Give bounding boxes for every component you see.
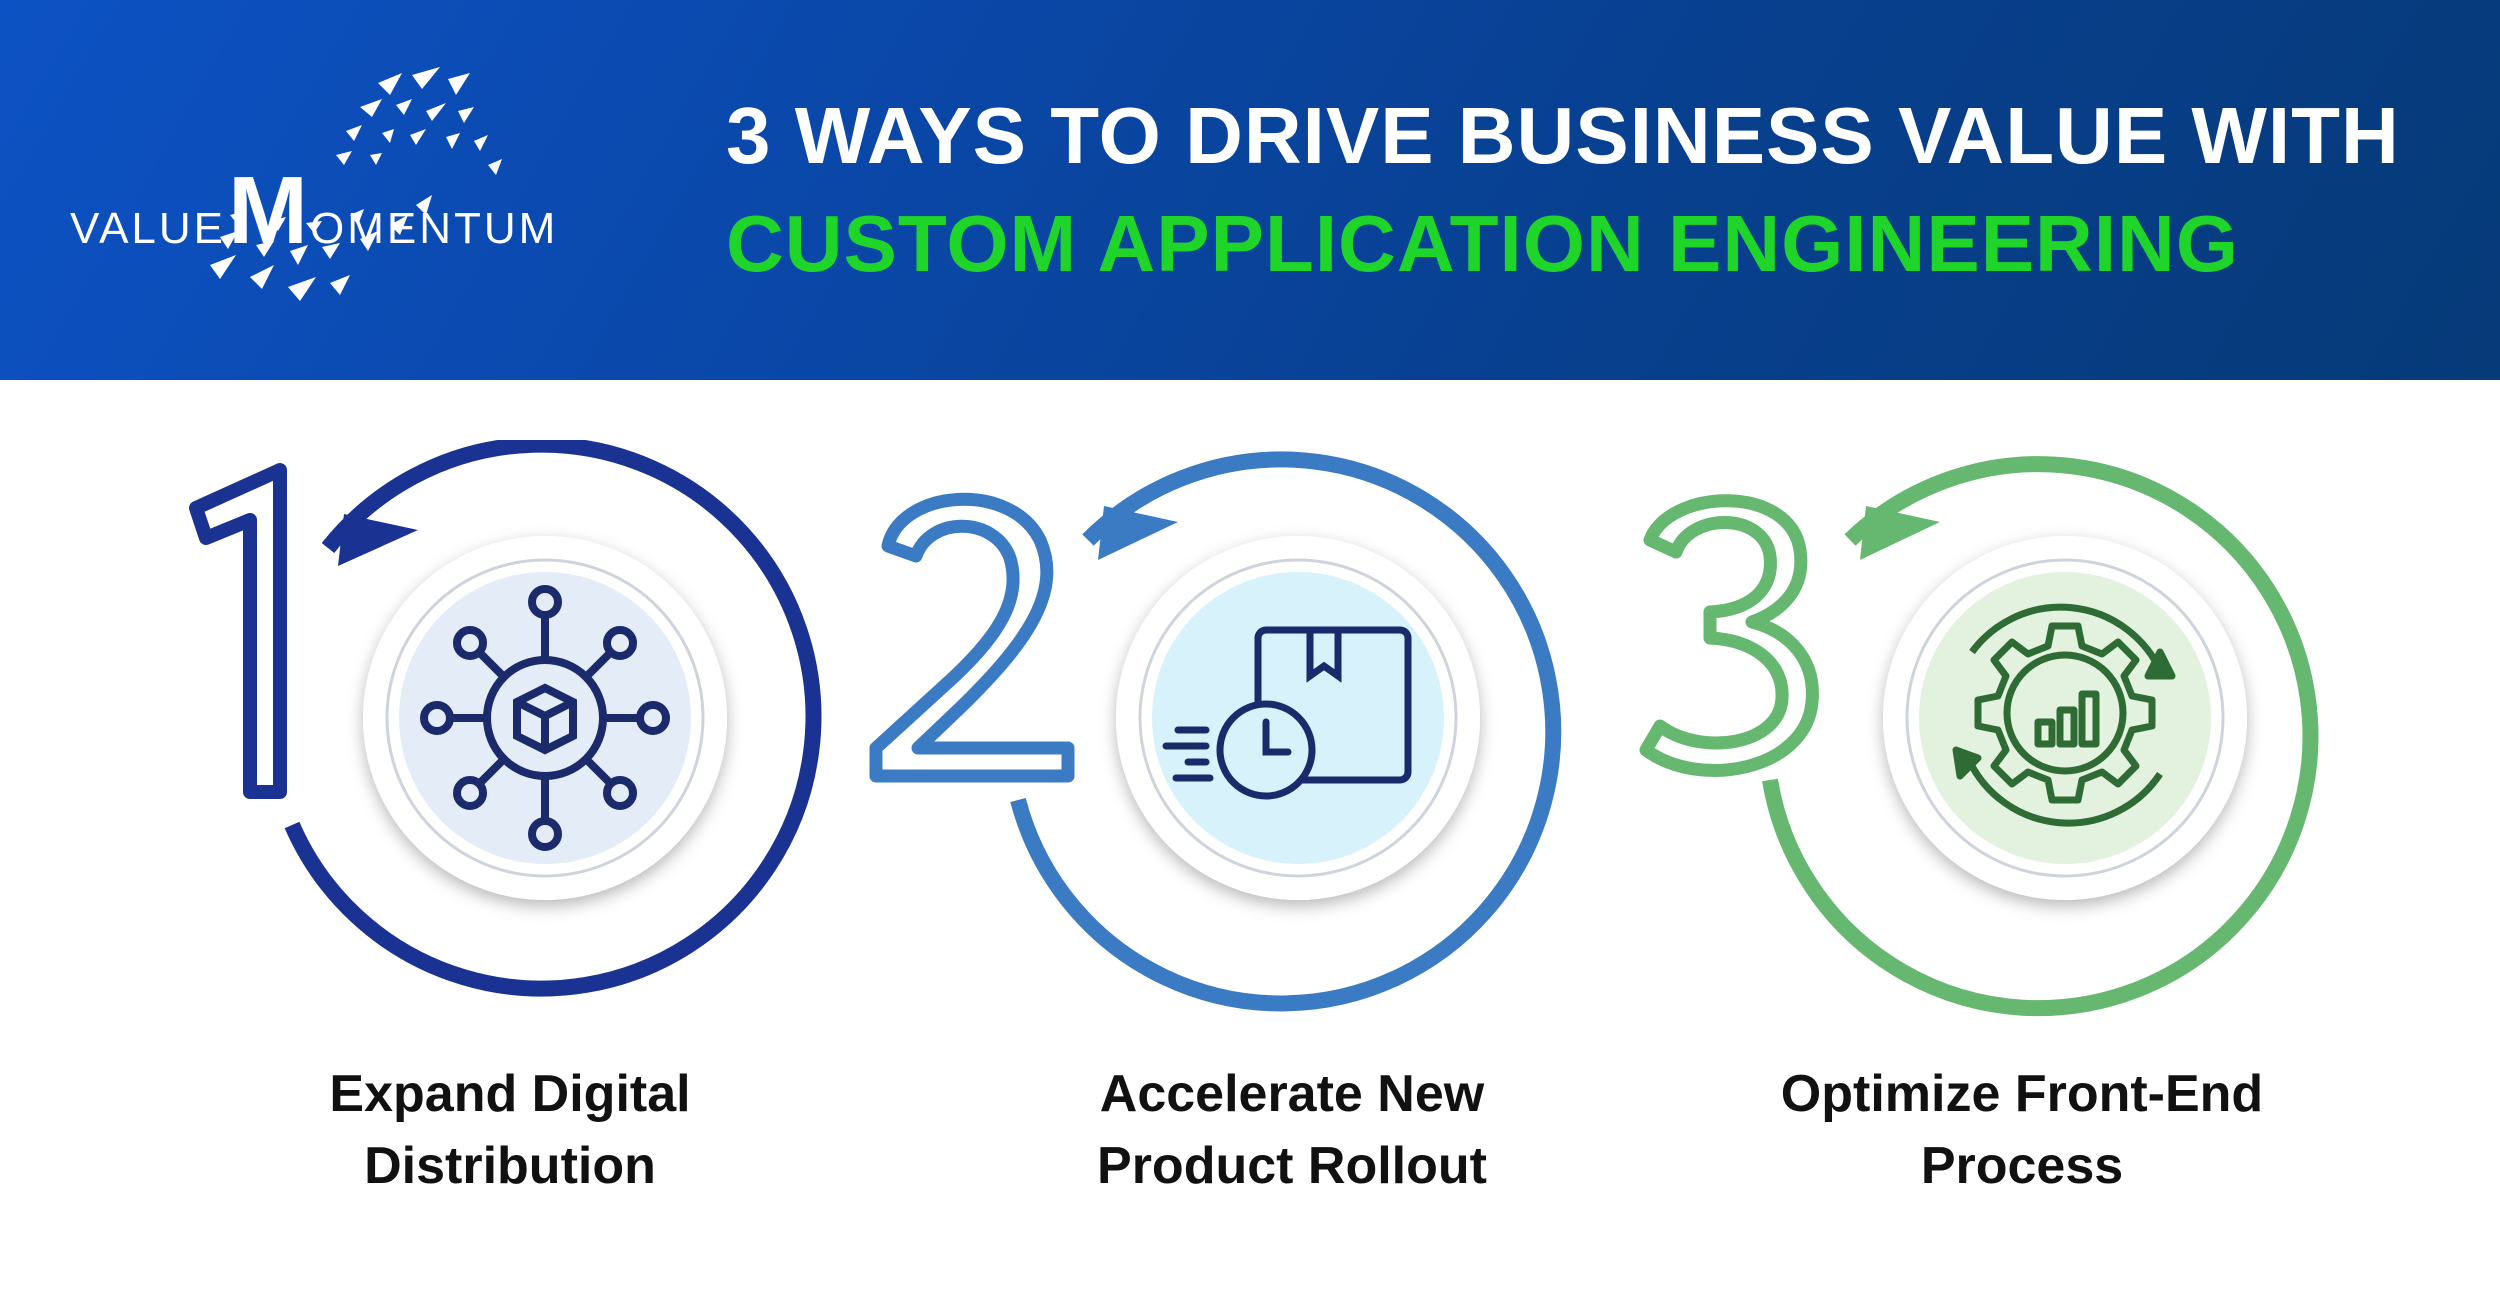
step-2-ring (1010, 451, 1562, 1012)
logo-prefix: VALUE (70, 204, 227, 253)
fast-delivery-package-clock-icon (1162, 626, 1412, 800)
step-3-arrowhead (1860, 506, 1940, 560)
brand-logo: VALUE M OMENTUM (60, 55, 620, 325)
step-3-caption-line-2: Process (1920, 1137, 2124, 1195)
step-1-caption-line-2: Distribution (364, 1137, 656, 1195)
logo-suffix: OMENTUM (310, 204, 559, 253)
step-1-arrowhead (338, 514, 418, 566)
logo-shards-icon (210, 67, 502, 301)
step-1-graphic: 1 (0, 440, 822, 997)
step-2-arrowhead (1098, 506, 1178, 560)
step-1-caption: Expand Digital Distribution (190, 1058, 830, 1202)
step-3-ring (1762, 456, 2319, 1017)
step-3-caption: Optimize Front-End Process (1702, 1058, 2342, 1202)
step-1-number: 1 (0, 440, 1, 441)
step-1-caption-line-1: Expand Digital (329, 1065, 691, 1123)
title-line-1: 3 WAYS TO DRIVE BUSINESS VALUE WITH (726, 91, 2400, 180)
page-title: 3 WAYS TO DRIVE BUSINESS VALUE WITH CUST… (726, 82, 2466, 298)
logo-wordmark: VALUE M OMENTUM (70, 163, 558, 263)
gear-cycle-bar-chart-icon (1952, 603, 2176, 827)
header-banner: VALUE M OMENTUM 3 WAYS TO DRIVE BUSINESS… (0, 0, 2500, 380)
step-3-caption-line-1: Optimize Front-End (1780, 1065, 2264, 1123)
step-3-number (1639, 494, 1819, 777)
step-1-ring (284, 440, 822, 997)
step-2-graphic (869, 451, 1562, 1012)
logo-initial: M (228, 157, 308, 264)
step-2-caption: Accelerate New Product Rollout (972, 1058, 1612, 1202)
title-line-2: CUSTOM APPLICATION ENGINEERING (726, 199, 2240, 288)
step-2-number (869, 492, 1075, 783)
step-3-graphic (1639, 456, 2319, 1017)
network-hub-box-icon (420, 585, 670, 851)
step-2-caption-line-1: Accelerate New (1099, 1065, 1485, 1123)
step-2-caption-line-2: Product Rollout (1097, 1137, 1487, 1195)
steps-graphic: 1 (0, 440, 2319, 1017)
